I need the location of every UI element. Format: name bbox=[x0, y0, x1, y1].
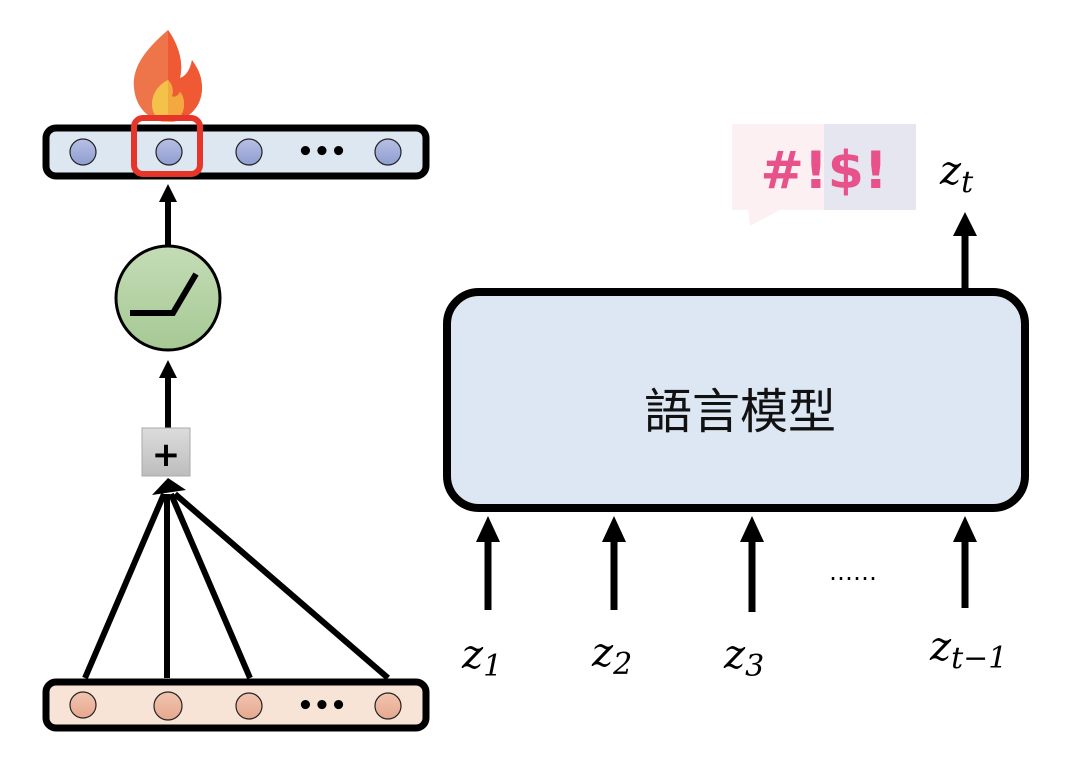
input-ellipsis: …… bbox=[829, 558, 877, 586]
output-layer-ellipsis: ••• bbox=[297, 137, 347, 167]
arrowhead bbox=[159, 184, 177, 202]
input-node bbox=[235, 692, 263, 720]
arrowhead bbox=[152, 478, 186, 495]
language-model-label: 語言模型 bbox=[644, 384, 836, 440]
relu-activation bbox=[114, 244, 222, 352]
input-node bbox=[374, 692, 402, 720]
arrowhead bbox=[953, 516, 977, 542]
connection-line bbox=[82, 492, 167, 680]
input-node bbox=[69, 691, 97, 719]
connection-line bbox=[168, 492, 253, 680]
highlight-box bbox=[131, 115, 203, 177]
speech-bubble-right bbox=[824, 124, 916, 210]
relu-icon bbox=[130, 272, 199, 316]
output-node bbox=[69, 138, 97, 166]
language-model-section: #!$! zt 語言模型 …… z1 z2 z3 zt−1 bbox=[443, 124, 1029, 684]
arrowhead bbox=[740, 516, 764, 542]
input-layer: ••• bbox=[42, 678, 430, 732]
input-layer-ellipsis: ••• bbox=[297, 691, 347, 721]
input-token-label: z3 bbox=[723, 632, 764, 684]
sum-operator: + bbox=[141, 427, 191, 477]
output-token-label: zt bbox=[939, 148, 974, 200]
input-token-label: z2 bbox=[591, 630, 632, 682]
speech-bubble-left bbox=[732, 124, 824, 210]
arrowhead bbox=[953, 212, 977, 236]
fire-icon bbox=[133, 30, 202, 122]
relu-node bbox=[114, 244, 222, 352]
arrowhead bbox=[159, 360, 177, 378]
input-arrows bbox=[476, 516, 977, 612]
left-network: ••• + bbox=[42, 30, 430, 732]
input-token-label: z1 bbox=[461, 632, 502, 684]
arrowhead bbox=[476, 516, 500, 542]
arrowhead bbox=[602, 516, 626, 542]
curse-symbols: #!$! bbox=[760, 141, 887, 201]
output-node bbox=[374, 138, 402, 166]
output-node-highlighted bbox=[155, 138, 183, 166]
sum-box bbox=[141, 427, 191, 477]
speech-bubble-tail bbox=[748, 210, 780, 226]
input-token-label: zt−1 bbox=[929, 624, 1007, 676]
language-model-box bbox=[443, 288, 1029, 512]
speech-bubble: #!$! bbox=[732, 124, 916, 226]
plus-icon: + bbox=[152, 435, 181, 475]
output-layer: ••• bbox=[42, 115, 430, 180]
output-node bbox=[235, 138, 263, 166]
input-node bbox=[153, 691, 183, 721]
input-connections bbox=[82, 491, 390, 681]
connection-line bbox=[173, 491, 390, 681]
